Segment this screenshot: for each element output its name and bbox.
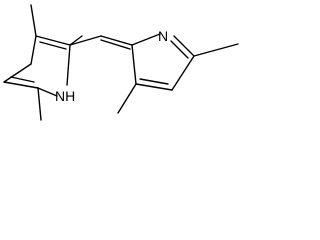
bond-c4-c5 <box>3 63 32 83</box>
chemical-structure-diagram: NH N <box>3 4 239 121</box>
bond-bridge-single <box>69 35 102 46</box>
bond-c3-methyl <box>30 4 37 37</box>
bond-c2p-n1p <box>131 33 161 46</box>
bond-c4-c5-double <box>3 81 39 89</box>
bond-c2-inner <box>39 41 67 50</box>
n-atom-label: N <box>158 28 168 44</box>
left-pyrrole-ring <box>3 4 83 121</box>
bond-c3-c2-double <box>35 35 71 46</box>
bond-c3p-c4p <box>135 83 173 91</box>
bond-c5p-n1p <box>173 35 195 57</box>
bond-c4-c5-inner <box>10 76 35 83</box>
right-pyrrole-ring <box>117 33 239 114</box>
bond-c2-c3 <box>69 35 83 46</box>
bond-bridge-double-b <box>100 39 131 50</box>
methine-bridge <box>69 35 133 50</box>
bond-c5p-n1p-inner <box>170 40 189 59</box>
bond-bridge-double-a <box>100 35 133 46</box>
bond-c4p-c5p <box>171 55 195 91</box>
nh-atom-label: NH <box>55 88 75 104</box>
bond-c2p-c3p <box>131 44 137 85</box>
bond-c3p-methyl <box>117 83 137 114</box>
bond-c5-methyl <box>37 87 42 121</box>
bond-c3-c4 <box>30 35 37 65</box>
bond-n1-c2 <box>66 44 71 86</box>
bond-c5-n1 <box>37 87 58 97</box>
bond-c5p-methyl <box>193 43 239 57</box>
bond-c3p-c4p-inner <box>139 78 169 85</box>
